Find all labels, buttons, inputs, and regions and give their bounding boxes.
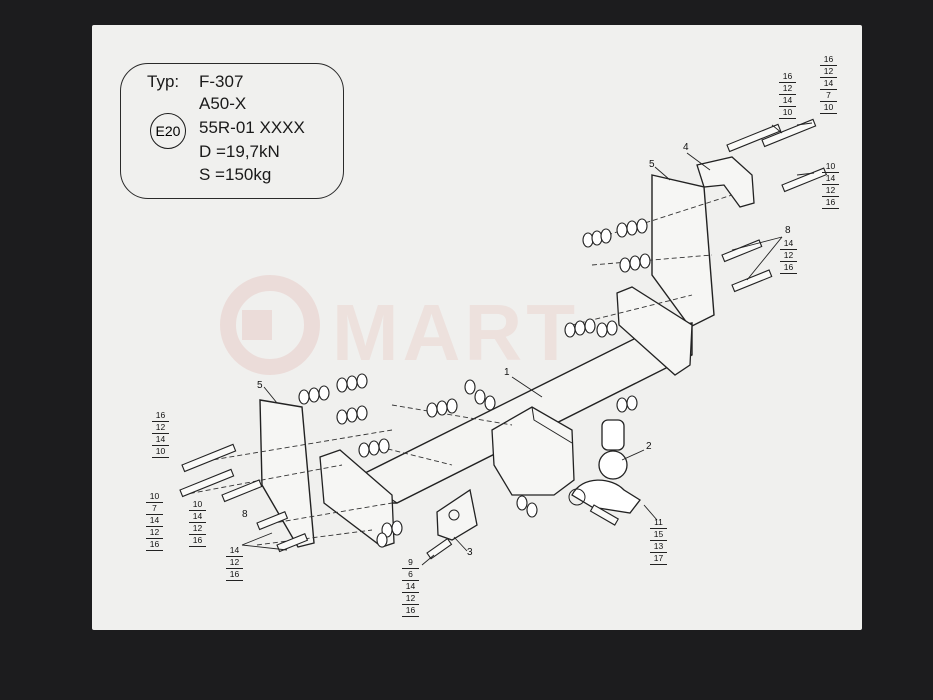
part-number-cell: 10: [822, 161, 839, 173]
type-label: Typ:: [147, 72, 180, 91]
part-number-cell: 12: [779, 83, 796, 95]
part-number-cell: 16: [780, 262, 797, 274]
part-number-cell: 7: [820, 90, 837, 102]
approval-number: 55R-01 XXXX: [199, 118, 305, 137]
part-number-cell: 16: [152, 410, 169, 422]
spec-box: Typ: F-307 A50-X E20 55R-01 XXXX D =19,7…: [120, 63, 344, 199]
part-number-cell: 10: [820, 102, 837, 114]
part-number-cell: 16: [146, 539, 163, 551]
watermark-logo: [220, 275, 320, 375]
part-number-cell: 14: [822, 173, 839, 185]
part-number-cell: 12: [820, 66, 837, 78]
part-number-cell: 17: [650, 553, 667, 565]
part-number-cell: 6: [402, 569, 419, 581]
part-number-cell: 14: [402, 581, 419, 593]
part-number-cell: 14: [780, 238, 797, 250]
callout-4: 4: [683, 142, 689, 153]
model-value: A50-X: [199, 94, 247, 113]
part-number-cell: 10: [779, 107, 796, 119]
left-side-bracket: [259, 399, 315, 548]
socket-plate-part-3: [436, 488, 478, 541]
callout-5-right: 5: [649, 159, 655, 170]
part-number-cell: 10: [189, 499, 206, 511]
approval-mark: E20: [150, 113, 186, 149]
nut-washer-set: [298, 218, 651, 548]
callout-8-right: 8: [785, 225, 791, 236]
part-number-cell: 14: [146, 515, 163, 527]
d-value: D =19,7kN: [199, 142, 280, 161]
part-number-cell: 16: [189, 535, 206, 547]
callout-1: 1: [504, 367, 510, 378]
part-number-cell: 16: [779, 71, 796, 83]
type-value: F-307: [199, 72, 244, 91]
part-number-cell: 12: [822, 185, 839, 197]
towbar-exploded-diagram: 1 2 3 4 5 5 8 8: [179, 118, 828, 566]
part-number-cell: 10: [152, 446, 169, 458]
callout-3: 3: [467, 547, 473, 558]
part-number-cell: 12: [402, 593, 419, 605]
callout-2: 2: [646, 441, 652, 452]
part-number-cell: 12: [226, 557, 243, 569]
part-number-cell: 14: [152, 434, 169, 446]
part-number-cell: 12: [152, 422, 169, 434]
part-number-cell: 15: [650, 529, 667, 541]
part-number-cell: 10: [146, 491, 163, 503]
watermark-text: MART: [332, 288, 580, 377]
part-number-cell: 12: [189, 523, 206, 535]
part-number-cell: 14: [226, 545, 243, 557]
center-mount-block: [491, 406, 575, 496]
part-number-cell: 14: [779, 95, 796, 107]
clamp-part-4: [696, 156, 755, 208]
part-number-cell: 7: [146, 503, 163, 515]
part-number-cell: 16: [402, 605, 419, 617]
part-number-cell: 13: [650, 541, 667, 553]
tow-ball-part-2: [568, 419, 641, 514]
part-number-cell: 16: [820, 54, 837, 66]
monitor-screen: MART: [92, 25, 862, 630]
part-number-cell: 12: [780, 250, 797, 262]
callout-5-left: 5: [257, 380, 263, 391]
part-number-cell: 14: [820, 78, 837, 90]
part-number-cell: 16: [226, 569, 243, 581]
part-number-cell: 9: [402, 557, 419, 569]
callout-8-left: 8: [242, 509, 248, 520]
part-number-cell: 11: [650, 517, 667, 529]
s-value: S =150kg: [199, 165, 272, 184]
part-number-cell: 14: [189, 511, 206, 523]
right-side-bracket: [651, 174, 715, 328]
part-number-cell: 16: [822, 197, 839, 209]
crossbar-left-plate: [319, 449, 395, 548]
part-number-cell: 12: [146, 527, 163, 539]
